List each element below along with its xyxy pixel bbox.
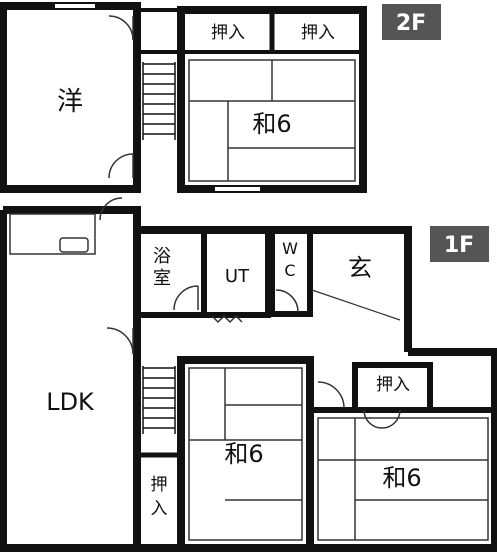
sink-icon — [59, 237, 89, 253]
door-swing-icon — [275, 289, 299, 313]
second-floor-windows — [55, 4, 260, 191]
wc-walls — [269, 227, 313, 317]
second-floor-stairs — [142, 62, 176, 140]
door-swing-icon — [99, 197, 123, 221]
utility-label: UT — [225, 266, 250, 287]
vent-zigzag — [211, 314, 243, 324]
door-swing-icon — [106, 327, 134, 355]
door-swing-icon — [108, 15, 134, 41]
second-closet-right-label: 押入 — [301, 23, 335, 43]
first-floor — [0, 206, 497, 552]
first-floor-stairs — [142, 366, 176, 434]
door-swing-icon — [173, 285, 199, 311]
wc-label-bottom: C — [284, 261, 295, 280]
second-closet-left-label: 押入 — [211, 23, 245, 43]
bath-label-bottom: 室 — [153, 268, 171, 289]
second-floor-badge — [382, 4, 441, 40]
ldk-label: LDK — [46, 388, 95, 416]
western-room-label: 洋 — [57, 87, 83, 117]
second-floor-tatami-lines — [188, 59, 356, 182]
entrance-step-line — [311, 289, 401, 321]
kitchen-counter — [9, 213, 96, 255]
second-floor-badge-label: 2F — [396, 11, 426, 36]
ldk-walls — [0, 206, 141, 552]
door-swing-icon — [108, 153, 134, 179]
bath-label-top: 浴 — [153, 246, 171, 267]
first-closet-left-label-bottom: 入 — [151, 499, 168, 519]
stair-hall-wall — [135, 8, 183, 54]
door-swing-icon — [381, 409, 401, 429]
first-closet-top-label: 押入 — [376, 375, 410, 395]
first-floor-badge-label: 1F — [444, 233, 474, 258]
second-tatami-label: 和6 — [252, 110, 291, 138]
first-floor-tatami-lines — [188, 367, 489, 541]
second-floor-doors — [108, 15, 134, 179]
first-tatami-left-label: 和6 — [224, 440, 263, 468]
first-closet-left-label-top: 押 — [151, 475, 168, 495]
first-floor-badge — [430, 226, 489, 262]
wc-label-top: W — [282, 239, 298, 258]
entrance-label: 玄 — [348, 254, 372, 282]
door-swing-icon — [317, 381, 345, 409]
first-floor-outer-walls — [137, 348, 497, 552]
closet-top-walls — [352, 362, 433, 413]
first-tatami-right-label: 和6 — [382, 464, 421, 492]
door-swing-icon — [363, 409, 383, 429]
entrance-walls — [310, 226, 412, 352]
first-floor-doors — [99, 197, 401, 429]
